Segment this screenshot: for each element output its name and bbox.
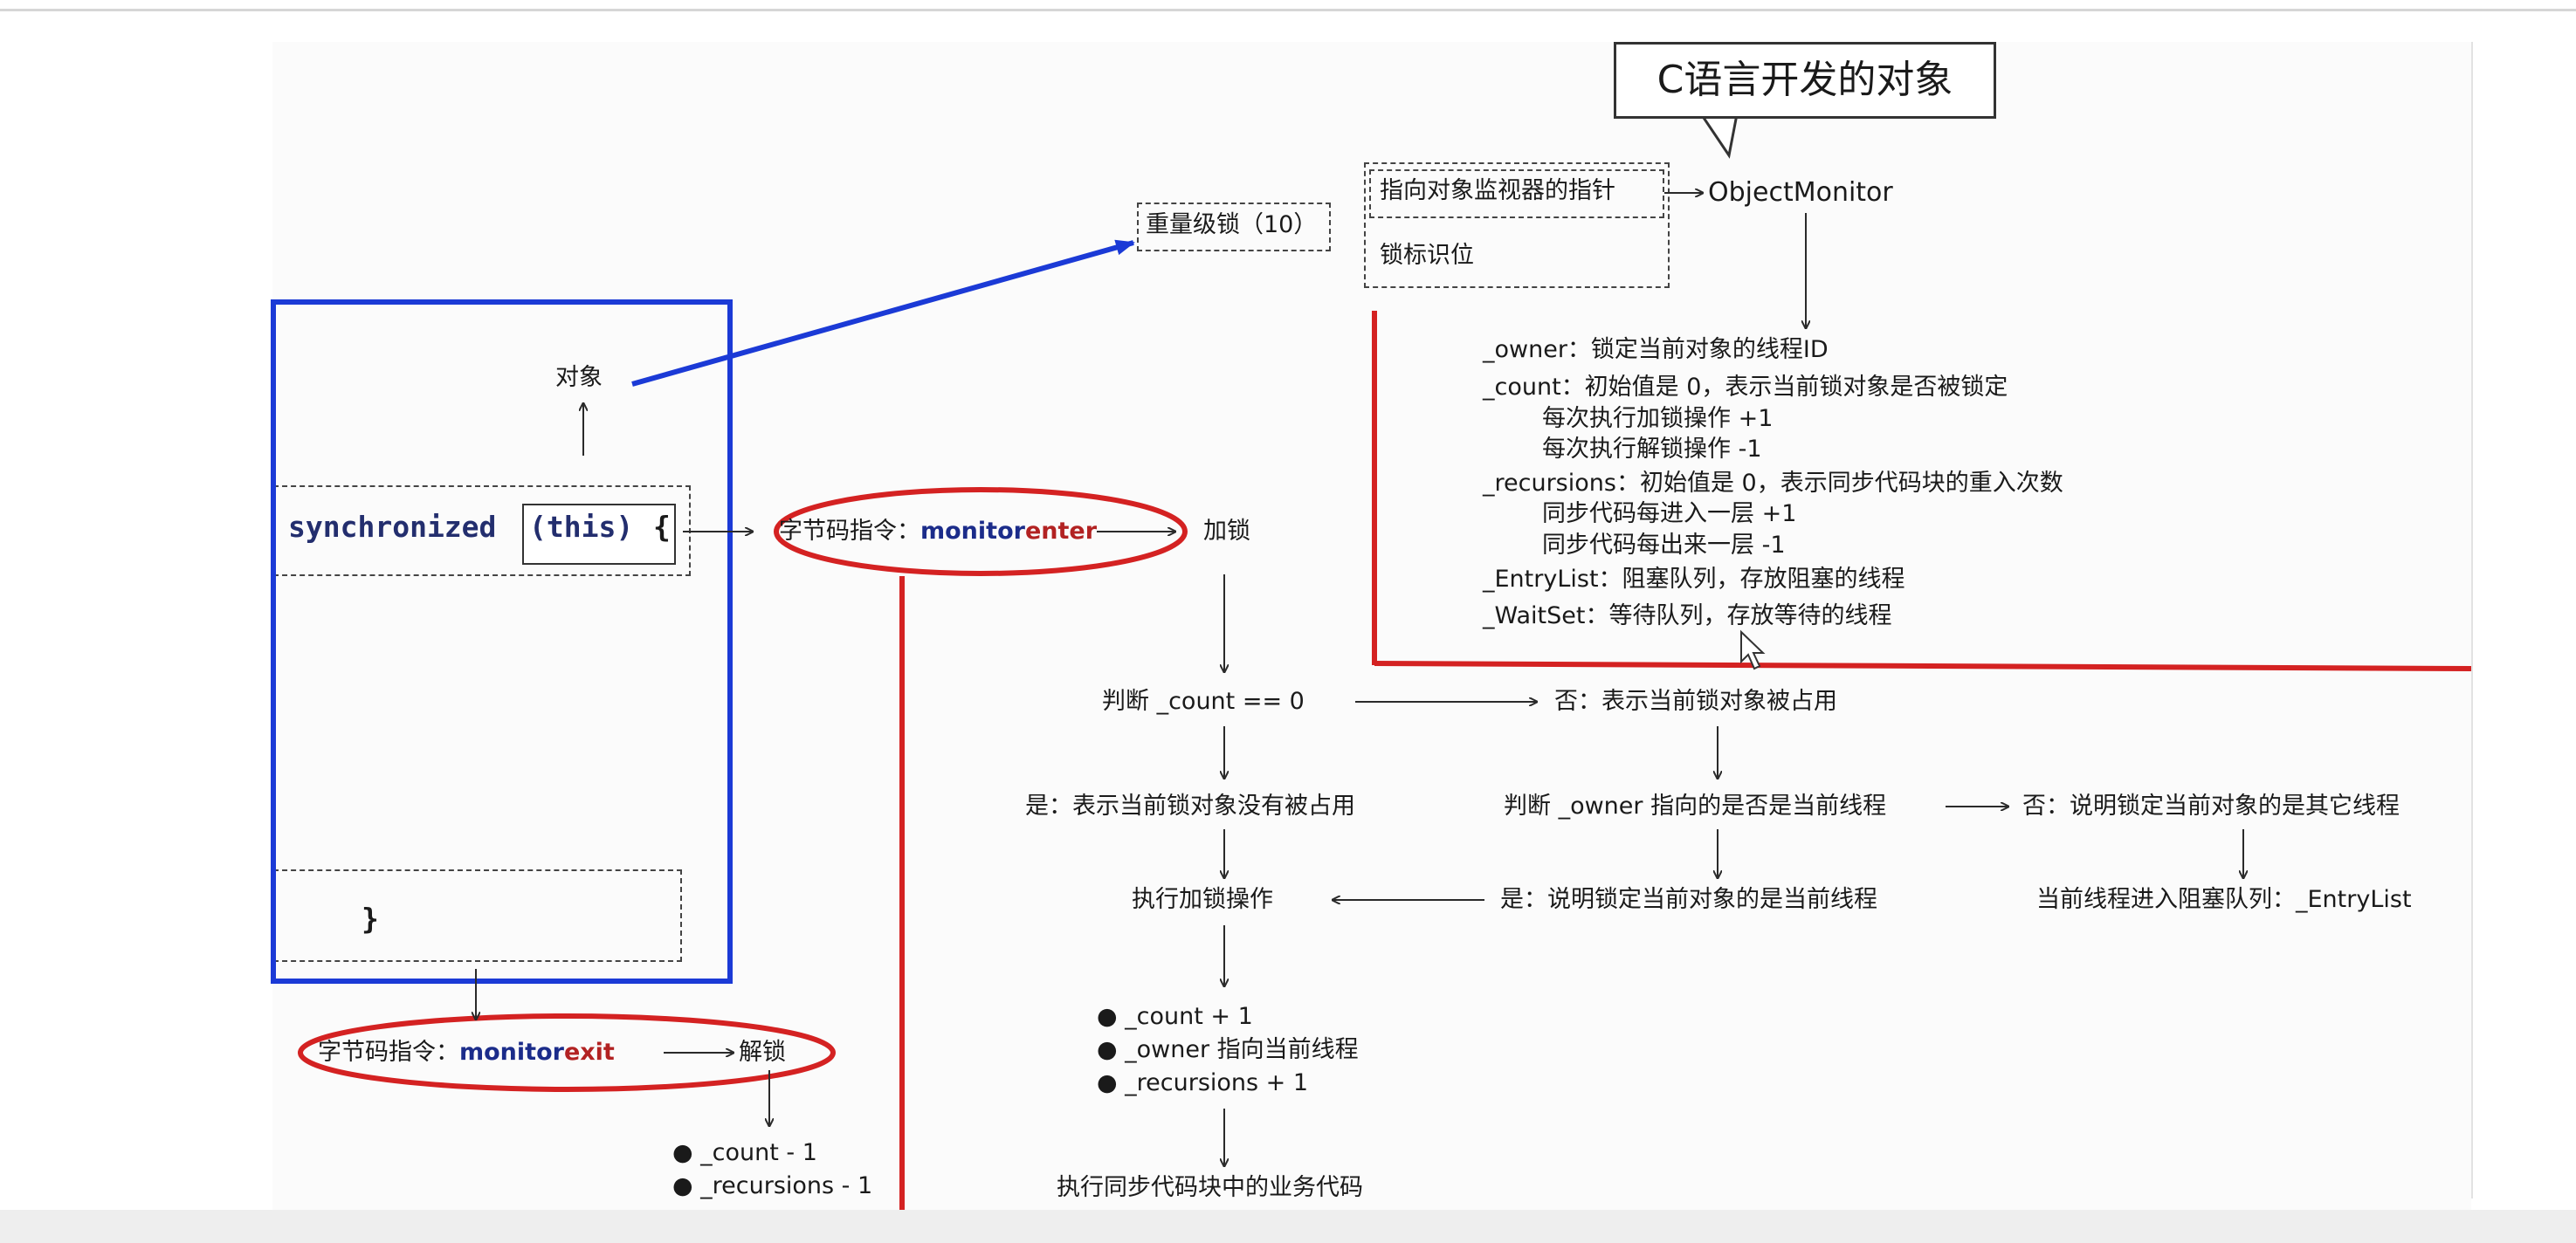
pointer-field-box	[1369, 169, 1664, 218]
monitorenter-prefix: 字节码指令：	[779, 518, 920, 545]
monitorexit-kw-a: monitor	[459, 1039, 564, 1066]
monitorexit-prefix: 字节码指令：	[318, 1039, 459, 1066]
lock-action-label: 加锁	[1203, 518, 1250, 545]
this-box	[522, 504, 676, 565]
exit-step-count: ● _count - 1	[672, 1139, 817, 1166]
object-monitor-label: ObjectMonitor	[1708, 177, 1893, 208]
monitor-region-bottom	[1374, 661, 2472, 671]
callout-c-object: C语言开发的对象	[1614, 42, 1996, 119]
field-waitset: _WaitSet：等待队列，存放等待的线程	[1483, 602, 1892, 629]
run-business-label: 执行同步代码块中的业务代码	[1057, 1174, 1363, 1201]
monitorenter-kw-a: monitor	[920, 518, 1025, 545]
object-to-lock-arrow	[631, 239, 1135, 387]
pointer-to-monitor-label: 指向对象监视器的指针	[1380, 177, 1615, 204]
mouse-cursor	[1740, 629, 1766, 670]
field-recursions-plus: 同步代码每进入一层 +1	[1542, 500, 1797, 527]
lock-step-count: ● _count + 1	[1097, 1003, 1253, 1030]
field-recursions: _recursions：初始值是 0，表示同步代码块的重入次数	[1483, 470, 2063, 497]
monitorexit-ellipse	[298, 1013, 836, 1092]
lock-flag-label: 锁标识位	[1380, 242, 1474, 269]
check-count-label: 判断 _count == 0	[1102, 688, 1305, 715]
lock-step-owner: ● _owner 指向当前线程	[1097, 1036, 1359, 1063]
heavy-lock-label: 重量级锁（10）	[1146, 211, 1318, 238]
other-thread-label: 否：说明锁定当前对象的是其它线程	[2022, 793, 2400, 820]
field-count-minus: 每次执行解锁操作 -1	[1542, 436, 1762, 463]
window-top-border	[0, 9, 2576, 11]
open-brace: {	[653, 510, 671, 544]
synchronized-keyword: synchronized	[288, 510, 497, 544]
object-label: 对象	[555, 364, 603, 391]
mark-word-box	[1364, 162, 1670, 288]
viewer-bottom-bar	[0, 1210, 2576, 1243]
heavy-lock-box	[1137, 203, 1331, 251]
monitorenter-ellipse	[774, 487, 1188, 576]
current-thread-label: 是：说明锁定当前对象的是当前线程	[1500, 886, 1877, 913]
lock-step-recursions: ● _recursions + 1	[1097, 1069, 1309, 1096]
field-count-plus: 每次执行加锁操作 +1	[1542, 405, 1774, 432]
close-brace: }	[362, 902, 379, 936]
do-lock-label: 执行加锁操作	[1132, 886, 1273, 913]
field-entrylist: _EntryList：阻塞队列，存放阻塞的线程	[1483, 566, 1905, 593]
lock-step-recursions-text: _recursions + 1	[1125, 1069, 1309, 1096]
lock-step-count-text: _count + 1	[1125, 1003, 1253, 1030]
unlock-action-label: 解锁	[739, 1039, 786, 1066]
exit-step-count-text: _count - 1	[700, 1139, 817, 1166]
code-block-frame	[271, 299, 733, 984]
enter-queue-label: 当前线程进入阻塞队列：_EntryList	[2036, 886, 2412, 913]
check-owner-label: 判断 _owner 指向的是否是当前线程	[1504, 793, 1887, 820]
exit-step-recursions-text: _recursions - 1	[700, 1172, 873, 1199]
not-free-label: 否：表示当前锁对象被占用	[1554, 688, 1837, 715]
monitorexit-kw-b: exit	[563, 1039, 615, 1066]
exit-step-recursions: ● _recursions - 1	[672, 1172, 873, 1199]
monitorenter-kw-b: enter	[1024, 518, 1098, 545]
this-argument: (this)	[529, 510, 634, 544]
field-owner: _owner：锁定当前对象的线程ID	[1483, 336, 1829, 363]
field-count: _count：初始值是 0，表示当前锁对象是否被锁定	[1483, 374, 2008, 401]
is-free-label: 是：表示当前锁对象没有被占用	[1025, 793, 1355, 820]
monitorexit-instruction: 字节码指令：monitorexit	[318, 1038, 615, 1068]
lock-step-owner-text: _owner 指向当前线程	[1125, 1036, 1359, 1063]
canvas-right-edge	[2471, 42, 2473, 1198]
field-recursions-minus: 同步代码每出来一层 -1	[1542, 532, 1786, 559]
monitorenter-instruction: 字节码指令：monitorenter	[779, 517, 1097, 546]
